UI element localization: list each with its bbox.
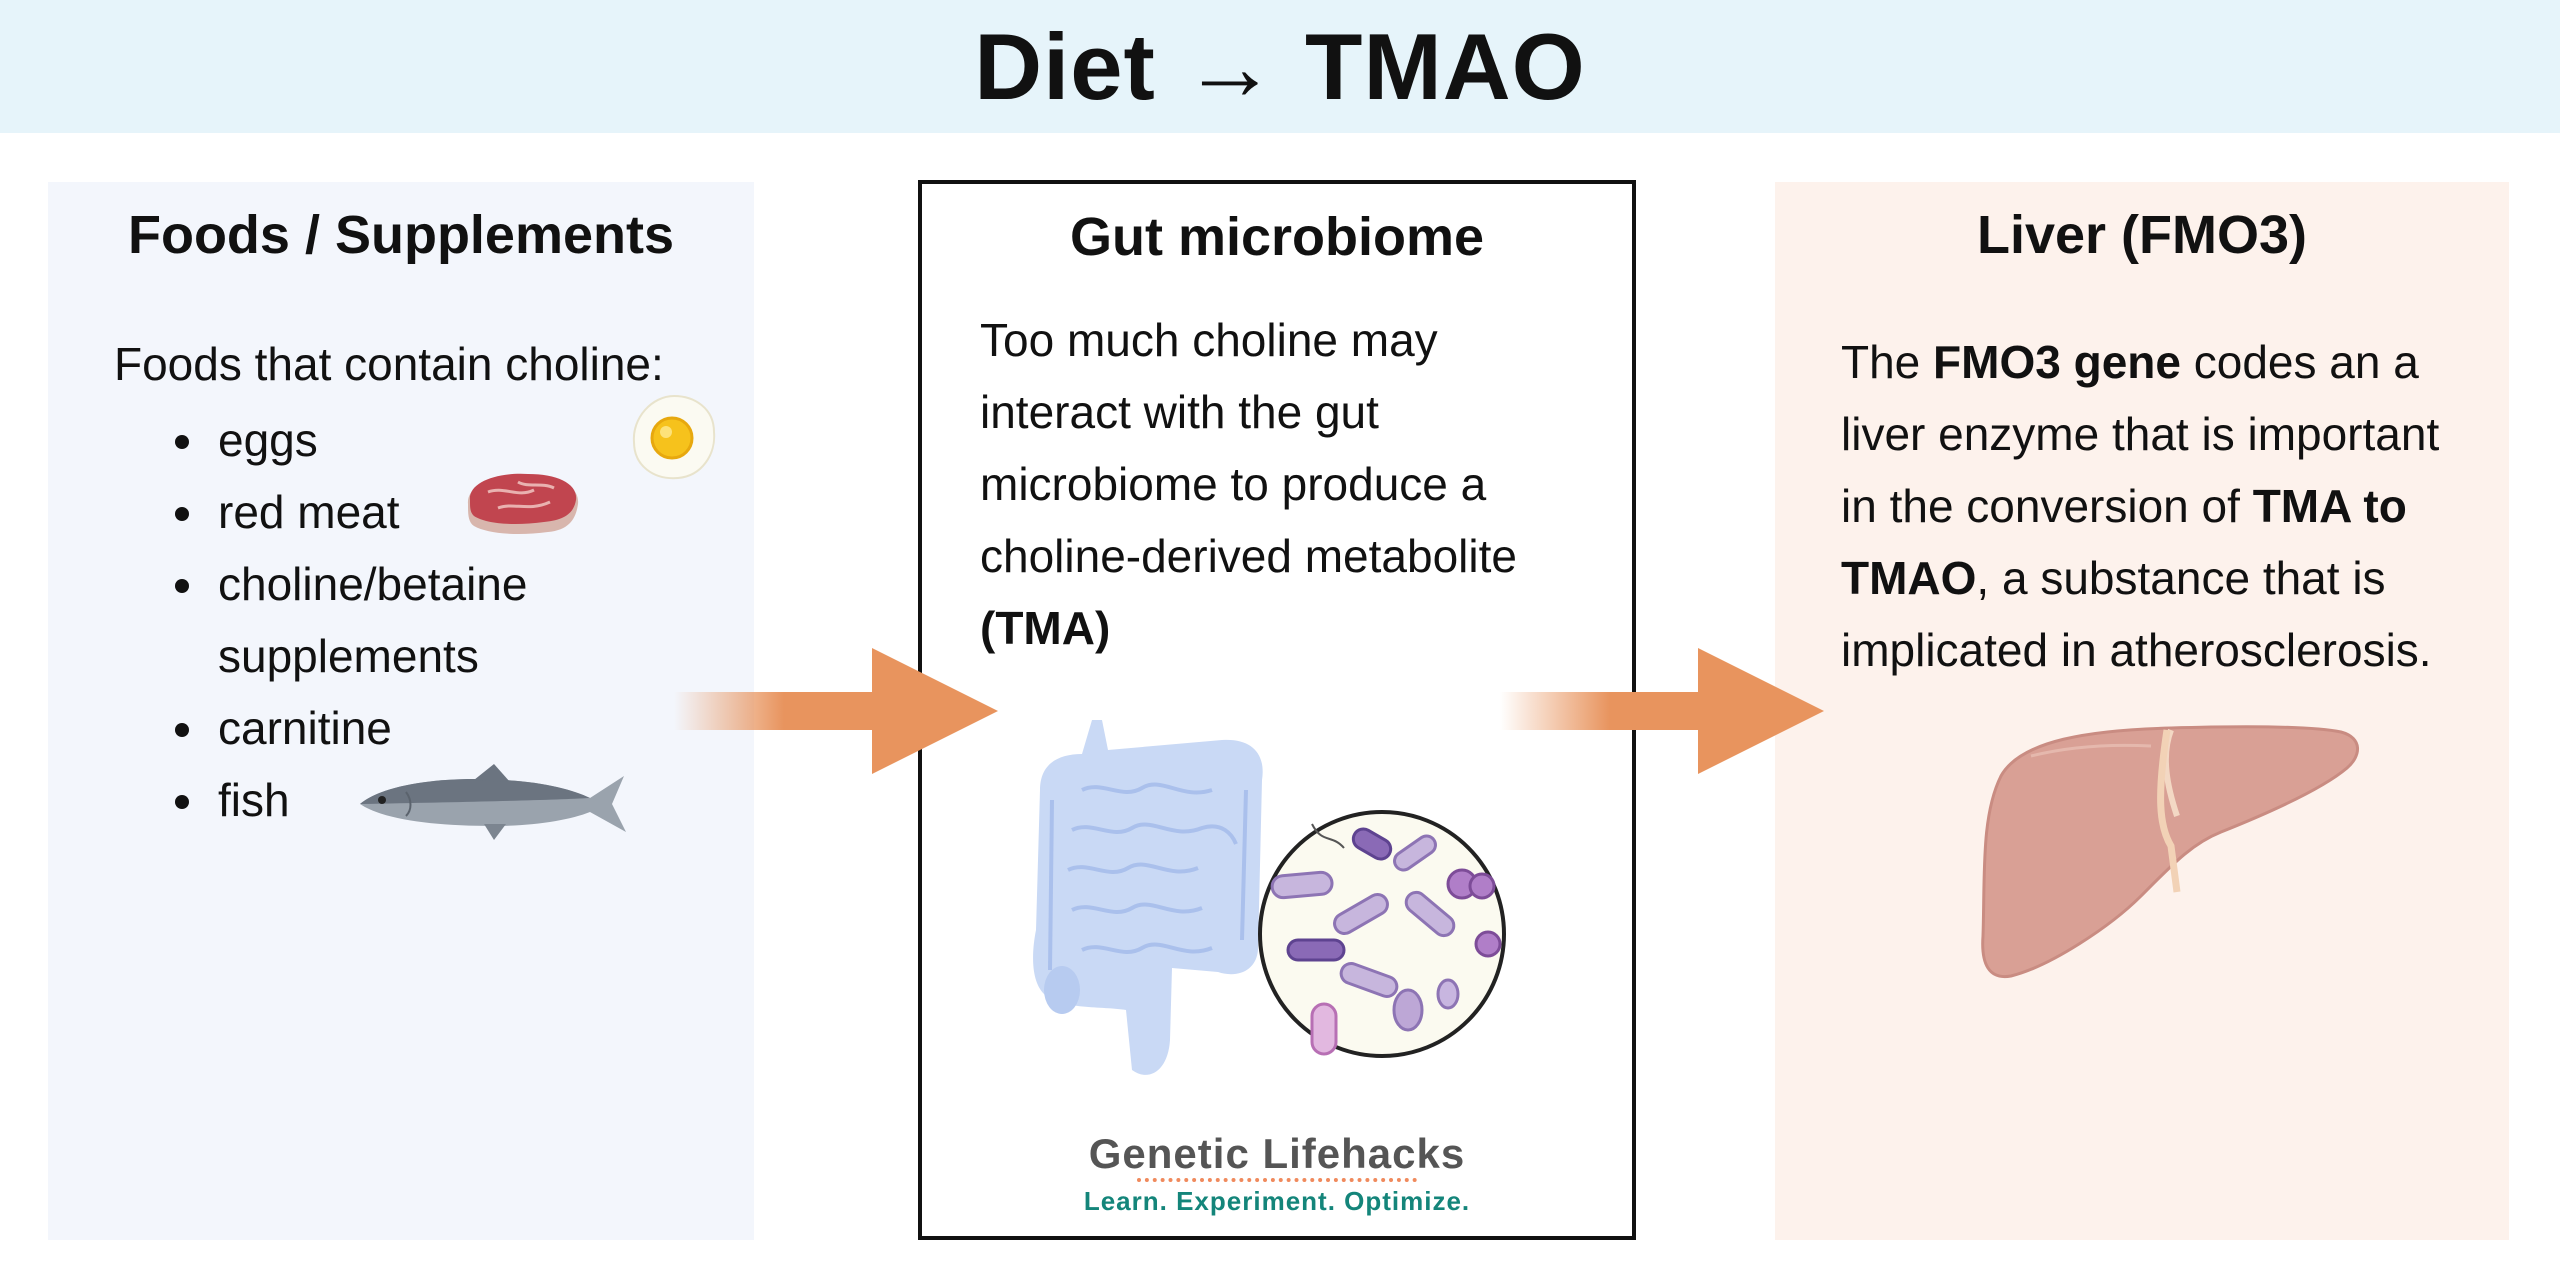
foods-intro: Foods that contain choline: [114,338,664,390]
logo-tagline: Learn. Experiment. Optimize. [1083,1186,1471,1216]
red-meat-icon [467,473,579,534]
gut-text-bold: (TMA) [980,602,1111,654]
food-item-eggs: eggs [210,404,630,476]
fish-icon [360,764,626,840]
gut-text: Too much choline may interact with the g… [980,314,1517,582]
food-item-red-meat: red meat [210,476,630,548]
arrow-gut-to-liver [1500,648,1824,774]
gut-heading: Gut microbiome [1069,207,1485,267]
gut-description: Too much choline may interact with the g… [980,304,1580,664]
arrow-foods-to-gut [674,648,998,774]
title-bar: Diet → TMAO [0,0,2560,133]
logo-divider [1137,1178,1417,1184]
liver-icon [1981,725,2359,979]
liver-panel: Liver (FMO3) The FMO3 gene codes an a li… [1775,182,2509,1240]
egg-icon [632,394,716,480]
food-item-carnitine: carnitine [210,692,630,764]
genetic-lifehacks-logo: Genetic Lifehacks Learn. Experiment. Opt… [922,1130,1632,1217]
microbiome-icon [1258,810,1506,1058]
liver-description: The FMO3 gene codes an a liver enzyme th… [1841,326,2481,686]
food-item-fish: fish [210,764,630,836]
liver-text-bold-2: TMA to TMAO [1841,480,2407,604]
foods-panel: Foods / Supplements Foods that contain c… [48,182,754,1240]
intestine-icon [1033,720,1263,1075]
foods-heading: Foods / Supplements [127,205,675,265]
liver-text-3: , a substance that is implicated in athe… [1841,552,2432,676]
page-title: Diet → TMAO [974,13,1586,119]
liver-text-bold-1: FMO3 gene [1933,336,2181,388]
food-list: eggs red meat choline/betaine supplement… [154,404,630,836]
liver-text-2: codes an a liver enzyme that is importan… [1841,336,2440,532]
liver-heading: Liver (FMO3) [1976,205,2308,265]
food-item-supplements: choline/betaine supplements [210,548,630,692]
logo-name: Genetic Lifehacks [1088,1130,1466,1177]
liver-text-1: The [1841,336,1934,388]
